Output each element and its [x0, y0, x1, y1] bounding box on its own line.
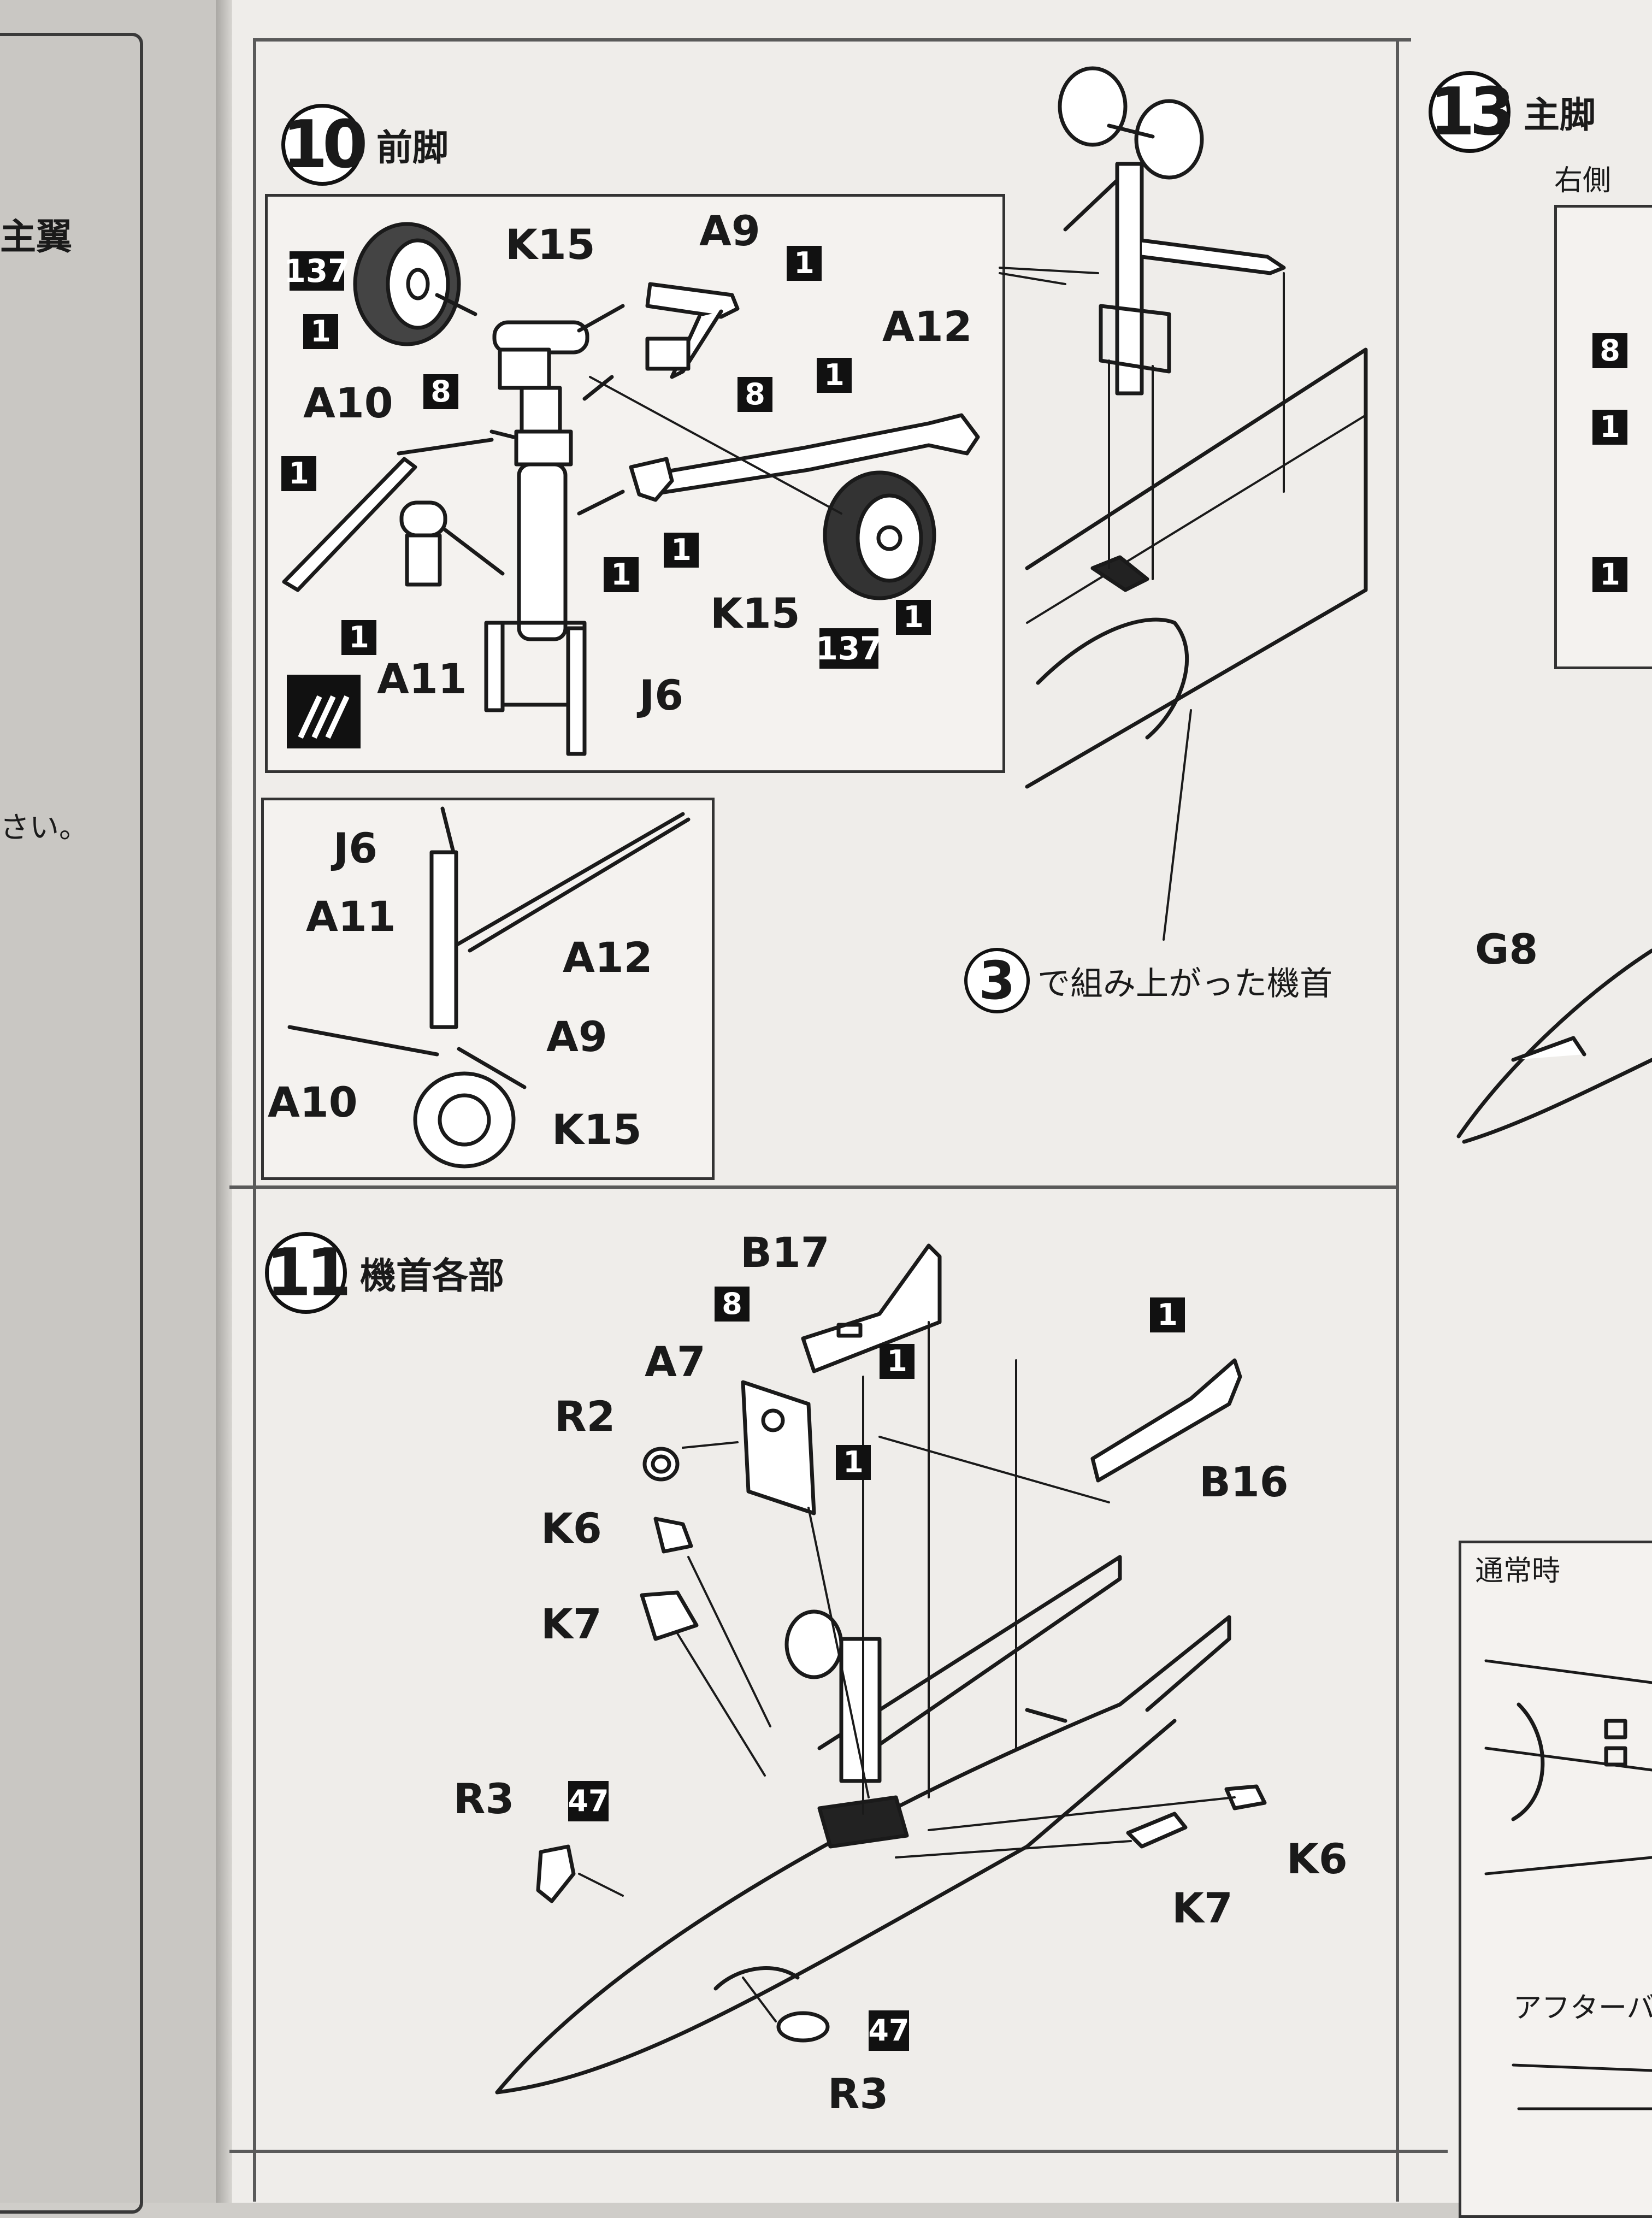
code-1: 1 — [836, 1445, 871, 1480]
part-label-b17: B17 — [740, 1228, 830, 1277]
part-label-k7: K7 — [541, 1600, 602, 1648]
part-b16 — [1090, 1358, 1242, 1483]
part-label-a7: A7 — [645, 1337, 706, 1386]
part-label-k6-right: K6 — [1287, 1834, 1348, 1883]
code-1: 1 — [896, 600, 931, 635]
caption-step-number: 3 — [964, 948, 1030, 1013]
part-label-k7-right: K7 — [1172, 1884, 1233, 1932]
inset-label-a11: A11 — [306, 892, 396, 941]
part-a9-link — [645, 282, 740, 379]
afterburner-label: アフターバ — [1513, 1992, 1652, 2025]
panel-border-left — [253, 38, 256, 2202]
part-label-a12: A12 — [882, 302, 972, 351]
left-page: 主翼 さい。 — [0, 0, 216, 2214]
step-10-header: 10 前脚 — [281, 104, 449, 186]
assembled-nose-caption: 3 で組み上がった機首 — [964, 948, 1332, 1013]
code-137: 137 — [284, 251, 350, 291]
step-13-title: 主脚 — [1524, 94, 1596, 136]
step-10-title: 前脚 — [376, 127, 449, 169]
part-b17 — [801, 1243, 942, 1373]
inset-label-j6: J6 — [333, 824, 378, 872]
code-1: 1 — [604, 557, 639, 592]
code-1: 1 — [787, 246, 822, 281]
step-13-header: 13 主脚 — [1429, 71, 1596, 153]
inset-label-a12: A12 — [563, 933, 653, 982]
fuselage-nose-step11 — [495, 1555, 1231, 2095]
part-label-a9: A9 — [699, 207, 760, 255]
code-8: 8 — [715, 1287, 750, 1322]
caption-text: で組み上がった機首 — [1037, 964, 1332, 1003]
panel-border-top — [253, 38, 1411, 42]
wing-label: 主翼 — [0, 216, 72, 258]
code-137: 137 — [816, 628, 882, 669]
part-r3 — [536, 1844, 830, 2043]
step-13-right-side: 右側 — [1554, 164, 1612, 197]
nose-strut — [484, 320, 589, 756]
inset-assembled-gear — [287, 806, 691, 1169]
part-label-a11: A11 — [377, 654, 467, 703]
code-47: 47 — [568, 1781, 609, 1821]
part-label-g8: G8 — [1475, 925, 1538, 974]
panel-border-10-11 — [229, 1185, 1399, 1189]
part-label-r3-lower: R3 — [828, 2069, 889, 2118]
nose-gear-assembled — [1058, 66, 1286, 396]
code-8: 8 — [423, 374, 458, 409]
part-a12-brace — [629, 413, 980, 502]
step-11-header: 11 機首各部 — [265, 1232, 504, 1314]
inset-label-k15: K15 — [552, 1105, 642, 1154]
part-label-k15-lower: K15 — [710, 589, 800, 638]
fuselage-nose-step10 — [999, 267, 1368, 941]
code-1: 1 — [1150, 1297, 1185, 1332]
part-r2 — [642, 1447, 680, 1482]
code-1: 1 — [1592, 557, 1627, 592]
code-1: 1 — [281, 456, 316, 491]
step-13-number: 13 — [1429, 71, 1515, 153]
left-note: さい。 — [0, 810, 88, 845]
code-8: 8 — [738, 377, 772, 412]
part-label-r3: R3 — [453, 1774, 515, 1823]
code-1: 1 — [664, 533, 699, 568]
step-11-number: 11 — [265, 1232, 352, 1314]
inset-label-a9: A9 — [546, 1012, 607, 1061]
part-k6-k7 — [640, 1517, 1267, 1849]
code-1: 1 — [880, 1344, 914, 1379]
wheel-k15-upper — [353, 222, 461, 346]
page-gutter — [216, 0, 232, 2203]
normal-label: 通常時 — [1475, 1555, 1561, 1588]
part-a7 — [741, 1380, 816, 1515]
part-label-j6: J6 — [639, 671, 684, 719]
part-a10-rod — [282, 438, 494, 592]
part-label-a10: A10 — [303, 379, 393, 427]
code-1: 1 — [817, 358, 852, 393]
wheel-k15-lower — [823, 470, 936, 600]
color-swatch-black — [287, 675, 361, 748]
part-label-b16: B16 — [1199, 1458, 1289, 1506]
code-47: 47 — [868, 2010, 910, 2051]
step-13-partial-art — [1456, 948, 1652, 2110]
step-11-guide-lines — [578, 1321, 1236, 2022]
code-1: 1 — [341, 620, 376, 655]
panel-border-mid — [1396, 38, 1399, 2202]
part-a11 — [399, 500, 447, 587]
step-10-inset-box — [261, 798, 715, 1180]
step-13-compare-box — [1459, 1541, 1652, 2218]
code-8: 8 — [1592, 333, 1627, 368]
part-label-r2: R2 — [554, 1392, 616, 1441]
inset-label-a10: A10 — [268, 1078, 358, 1126]
code-1: 1 — [1592, 410, 1627, 445]
part-label-k6: K6 — [541, 1504, 602, 1553]
code-1: 1 — [303, 314, 338, 349]
paint-stripes-icon — [298, 695, 350, 739]
step-11-title: 機首各部 — [360, 1255, 504, 1297]
part-label-k15: K15 — [505, 220, 595, 269]
panel-border-bottom — [229, 2150, 1448, 2153]
step-10-number: 10 — [281, 104, 368, 186]
